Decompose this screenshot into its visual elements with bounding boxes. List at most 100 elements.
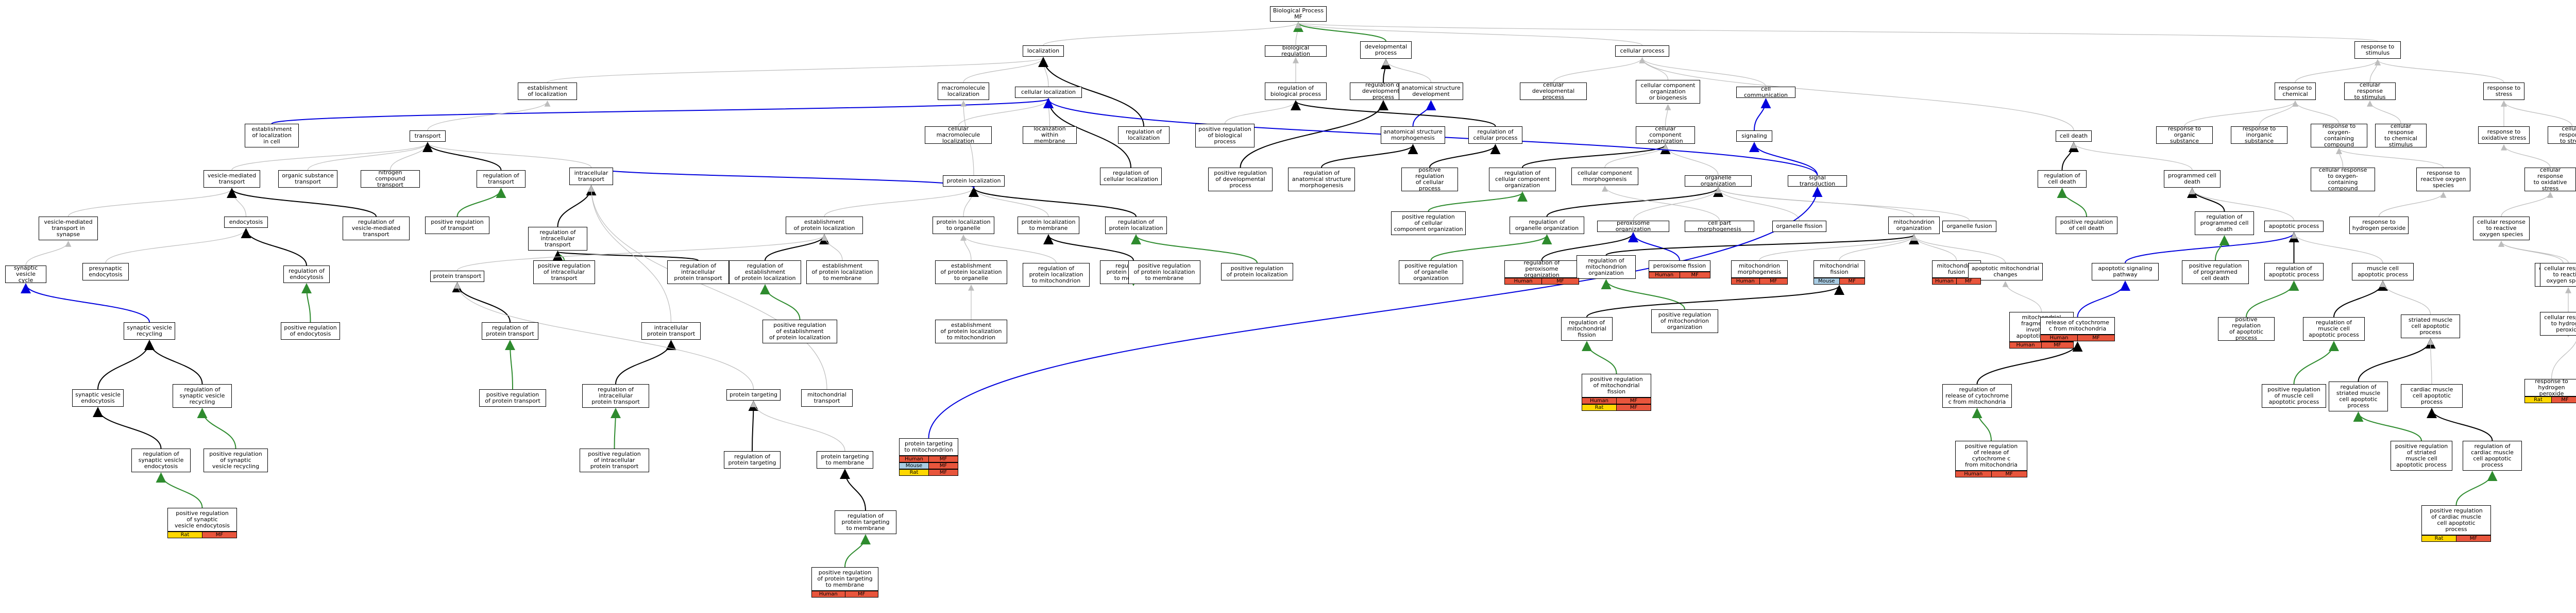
go-term-node[interactable]: regulation of anatomical structure morph… (1288, 168, 1355, 191)
go-term-node[interactable]: apoptotic mitochondrial changes (1968, 263, 2043, 280)
go-term-node[interactable]: Biological Process MF (1270, 6, 1327, 22)
go-term-node[interactable]: regulation of apoptotic process (2264, 263, 2324, 280)
go-term-node[interactable]: protein targeting to membrane (817, 451, 873, 469)
go-term-node[interactable]: protein localization (943, 175, 1005, 187)
go-term-node[interactable]: positive regulation of striated muscle c… (2391, 441, 2452, 471)
go-term-node[interactable]: mitochondrion organization (1888, 217, 1940, 234)
go-term-node[interactable]: positive regulation of biological proces… (1195, 124, 1255, 147)
go-term-node[interactable]: response to hydrogen peroxide (2349, 217, 2409, 234)
go-term-node[interactable]: establishment of localization (518, 82, 577, 100)
go-term-node[interactable]: cell death (2056, 130, 2092, 142)
go-term-node[interactable]: localization (1023, 45, 1064, 57)
go-term-node[interactable]: regulation of cell death (2038, 170, 2087, 188)
go-term-node[interactable]: cellular response to hydrogen peroxide (2540, 312, 2576, 336)
go-term-node[interactable]: regulation of protein localization (1105, 217, 1167, 234)
go-term-node[interactable]: positive regulation of synaptic vesicle … (167, 508, 237, 532)
go-term-node[interactable]: response to stress (2483, 82, 2524, 100)
go-term-node[interactable]: establishment of protein localization to… (935, 320, 1007, 343)
go-term-node[interactable]: positive regulation of mitochondrial fis… (1582, 374, 1651, 397)
go-term-node[interactable]: cellular response to oxygen-containing c… (2311, 167, 2375, 192)
go-term-node[interactable]: regulation of cellular localization (1100, 168, 1162, 185)
go-term-node[interactable]: response to stimulus (2354, 41, 2401, 59)
go-term-node[interactable]: protein transport (430, 271, 484, 282)
go-term-node[interactable]: protein localization to organelle (933, 217, 994, 234)
go-term-node[interactable]: regulation of endocytosis (283, 266, 330, 283)
go-term-node[interactable]: apoptotic signaling pathway (2092, 263, 2159, 280)
go-term-node[interactable]: positive regulation of cellular process (1401, 167, 1458, 192)
go-term-node[interactable]: positive regulation of synaptic vesicle … (204, 449, 268, 472)
go-term-node[interactable]: regulation of protein targeting (724, 451, 781, 469)
go-term-node[interactable]: developmental process (1360, 41, 1412, 59)
go-term-node[interactable]: mitochondrion morphogenesis (1731, 260, 1788, 278)
go-term-node[interactable]: positive regulation of endocytosis (281, 322, 340, 340)
go-term-node[interactable]: cellular response to reactive oxygen spe… (2473, 217, 2530, 240)
go-term-node[interactable]: positive regulation of muscle cell apopt… (2262, 384, 2326, 408)
go-term-node[interactable]: establishment of protein localization to… (806, 260, 878, 284)
go-term-node[interactable]: cell part morphogenesis (1685, 220, 1754, 233)
go-term-node[interactable]: regulation of cellular process (1468, 126, 1522, 144)
go-term-node[interactable]: regulation of protein targeting to membr… (835, 510, 896, 534)
go-term-node[interactable]: nitrogen compound transport (361, 170, 420, 188)
go-term-node[interactable]: cellular localization (1015, 87, 1082, 98)
go-term-node[interactable]: vesicle-mediated transport in synapse (39, 217, 98, 240)
go-term-node[interactable]: release of cytochrome c from mitochondri… (2040, 317, 2115, 335)
go-term-node[interactable]: regulation of protein localization to mi… (1023, 263, 1090, 287)
go-term-node[interactable]: positive regulation of protein targeting… (811, 567, 878, 591)
go-term-node[interactable]: anatomical structure morphogenesis (1381, 126, 1445, 144)
go-term-node[interactable]: regulation of localization (1118, 126, 1170, 144)
go-term-node[interactable]: synaptic vesicle recycling (124, 322, 175, 340)
go-term-node[interactable]: protein targeting to mitochondrion (899, 438, 958, 456)
go-term-node[interactable]: organelle organization (1685, 175, 1752, 187)
go-term-node[interactable]: protein localization to membrane (1018, 217, 1079, 234)
go-term-node[interactable]: positive regulation of cellular componen… (1391, 211, 1466, 235)
go-term-node[interactable]: regulation of muscle cell apoptotic proc… (2303, 317, 2365, 341)
go-term-node[interactable]: positive regulation of protein localizat… (1221, 263, 1293, 280)
go-term-node[interactable]: regulation of programmed cell death (2195, 211, 2254, 235)
go-term-node[interactable]: regulation of intracellular transport (528, 227, 587, 251)
go-term-node[interactable]: organelle fusion (1942, 221, 1996, 232)
go-term-node[interactable]: regulation of intracellular protein tran… (667, 260, 729, 284)
go-term-node[interactable]: mitochondrial transport (801, 389, 853, 407)
go-term-node[interactable]: response to reactive oxygen species (2416, 168, 2470, 191)
go-term-node[interactable]: cellular developmental process (1520, 82, 1587, 101)
go-term-node[interactable]: positive regulation of cardiac muscle ce… (2421, 505, 2491, 535)
go-term-node[interactable]: cellular response to stress (2548, 126, 2576, 144)
go-term-node[interactable]: regulation of peroxisome organization (1504, 260, 1579, 278)
go-term-node[interactable]: anatomical structure development (1399, 82, 1463, 100)
go-term-node[interactable]: signal transduction (1788, 175, 1847, 187)
go-term-node[interactable]: response to oxygen-containing compound (2311, 123, 2367, 148)
go-term-node[interactable]: cardiac muscle cell apoptotic process (2401, 384, 2463, 408)
go-term-node[interactable]: regulation of transport (477, 170, 526, 188)
go-term-node[interactable]: regulation of mitochondrial fission (1561, 317, 1613, 341)
go-term-node[interactable]: presynaptic endocytosis (82, 263, 129, 280)
go-term-node[interactable]: endocytosis (224, 217, 268, 228)
go-term-node[interactable]: localization within membrane (1023, 126, 1077, 144)
go-term-node[interactable]: organelle fission (1772, 221, 1826, 232)
go-term-node[interactable]: establishment of protein localization (786, 217, 863, 234)
go-term-node[interactable]: striated muscle cell apoptotic process (2401, 314, 2460, 338)
go-term-node[interactable]: cell communication (1736, 86, 1795, 98)
go-term-node[interactable]: biological regulation (1265, 45, 1327, 57)
go-term-node[interactable]: regulation of intracellular protein tran… (582, 384, 649, 408)
go-term-node[interactable]: cellular component morphogenesis (1571, 168, 1638, 185)
go-term-node[interactable]: muscle cell apoptotic process (2352, 263, 2414, 280)
go-term-node[interactable]: synaptic vesicle endocytosis (72, 389, 124, 407)
go-term-node[interactable]: response to organic substance (2156, 126, 2213, 144)
go-term-node[interactable]: mitochondrial fission (1814, 260, 1865, 278)
go-term-node[interactable]: regulation of establishment of protein l… (729, 260, 801, 284)
go-term-node[interactable]: regulation of mitochondrion organization (1577, 255, 1636, 279)
go-term-node[interactable]: response to chemical (2275, 82, 2316, 100)
go-term-node[interactable]: response to hydrogen peroxide (2524, 378, 2576, 397)
go-term-node[interactable]: positive regulation of protein localizat… (1128, 260, 1200, 284)
go-term-node[interactable]: signaling (1736, 130, 1772, 142)
go-term-node[interactable]: regulation of protein transport (482, 322, 538, 340)
go-term-node[interactable]: establishment of protein localization to… (935, 260, 1007, 284)
go-term-node[interactable]: synaptic vesicle cycle (5, 265, 46, 284)
go-term-node[interactable]: organic substance transport (278, 170, 337, 188)
go-term-node[interactable]: peroxisome organization (1597, 220, 1669, 233)
go-term-node[interactable]: regulation of synaptic vesicle endocytos… (131, 449, 191, 472)
go-term-node[interactable]: vesicle-mediated transport (204, 170, 260, 188)
go-term-node[interactable]: positive regulation of intracellular pro… (580, 449, 649, 472)
go-term-node[interactable]: positive regulation of transport (425, 217, 489, 234)
go-term-node[interactable]: positive regulation of establishment of … (762, 320, 837, 343)
